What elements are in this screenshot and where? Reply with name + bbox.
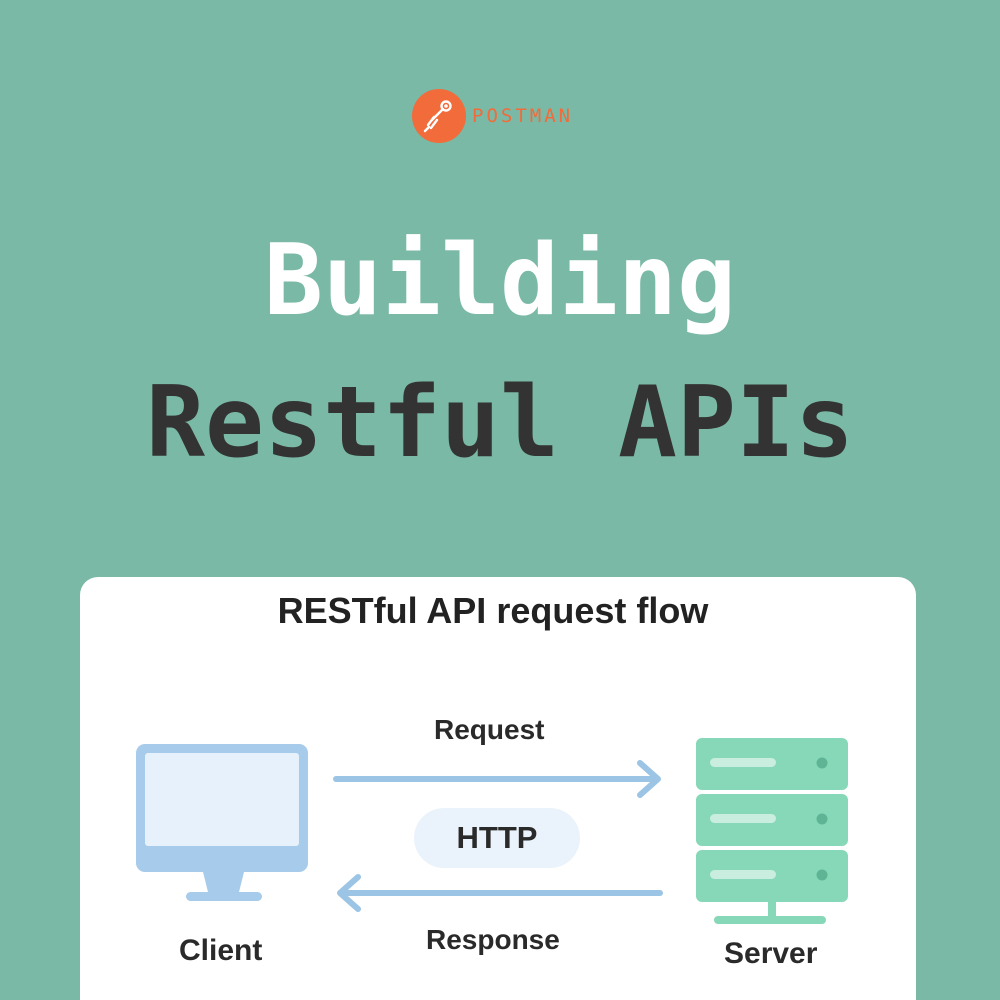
server-label: Server: [724, 937, 818, 970]
postman-rocket-icon: [412, 89, 466, 143]
http-badge: HTTP: [414, 808, 580, 868]
request-label: Request: [434, 714, 545, 745]
diagram-title: RESTful API request flow: [277, 590, 709, 631]
response-label: Response: [426, 924, 560, 955]
brand-name: POSTMAN: [472, 105, 574, 127]
request-arrow: [333, 760, 661, 798]
server-icon: [696, 738, 848, 924]
monitor-icon: [136, 744, 308, 901]
client-label: Client: [179, 934, 263, 967]
headline-line-1: Building: [263, 224, 736, 338]
brand: POSTMAN: [412, 89, 573, 143]
headline-line-2: Restful APIs: [145, 366, 854, 480]
response-arrow: [337, 874, 663, 912]
